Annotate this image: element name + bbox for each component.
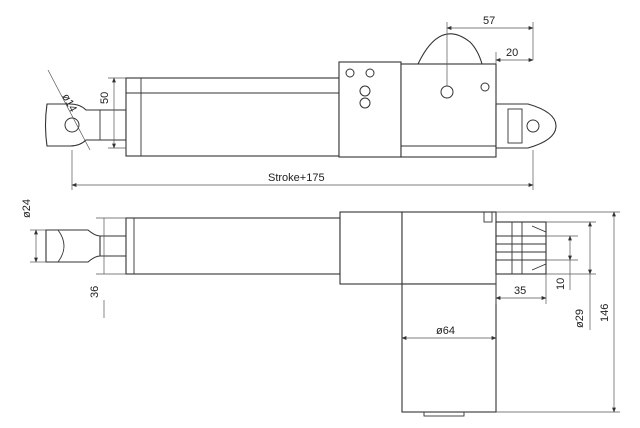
top-motor-dome [417, 33, 483, 65]
dim-phi24: ø24 [21, 199, 46, 263]
dim-146: 146 [496, 211, 620, 413]
side-gearbox-plate [339, 211, 403, 285]
dim-146-label: 146 [599, 304, 611, 322]
dim-phi64-label: ø64 [436, 325, 455, 337]
side-outer-tube [125, 217, 341, 275]
dim-phi29-label: ø29 [574, 309, 586, 328]
side-view: ø24 36 35 10 [21, 199, 620, 417]
side-rod-end [45, 229, 101, 263]
top-rear-clevis-hole [526, 119, 540, 133]
dim-20-label: 20 [506, 47, 518, 59]
dim-10: 10 [546, 235, 578, 290]
dim-36-label: 36 [89, 286, 101, 298]
dim-phi24-label: ø24 [21, 199, 33, 218]
top-rear-clevis [495, 103, 557, 149]
dim-20: 20 [495, 47, 534, 64]
dim-36: 36 [89, 217, 126, 318]
side-gearbox-body [401, 211, 497, 285]
top-gearbox-plate [338, 61, 402, 158]
top-outer-tube [125, 77, 340, 157]
side-motor [401, 283, 497, 413]
top-gearbox-body [400, 63, 497, 158]
dim-phi64: ø64 [401, 325, 497, 340]
top-gear-shaft [440, 85, 454, 99]
side-rear-clevis [495, 221, 547, 275]
top-rod-end-hole [64, 117, 80, 133]
dim-stroke-label: Stroke+175 [268, 172, 325, 184]
dim-57: 57 [446, 15, 534, 86]
top-rod-end [44, 103, 127, 147]
dim-35-label: 35 [514, 285, 526, 297]
dim-stroke: Stroke+175 [71, 150, 534, 190]
dim-10-label: 10 [555, 278, 567, 290]
dim-57-label: 57 [483, 15, 495, 27]
dim-50: 50 [99, 77, 126, 149]
dim-phi29: ø29 [546, 221, 596, 330]
dim-35: 35 [495, 274, 547, 304]
top-view: 57 20 ø14 50 Stroke+175 [44, 15, 557, 190]
dim-50-label: 50 [99, 92, 111, 104]
